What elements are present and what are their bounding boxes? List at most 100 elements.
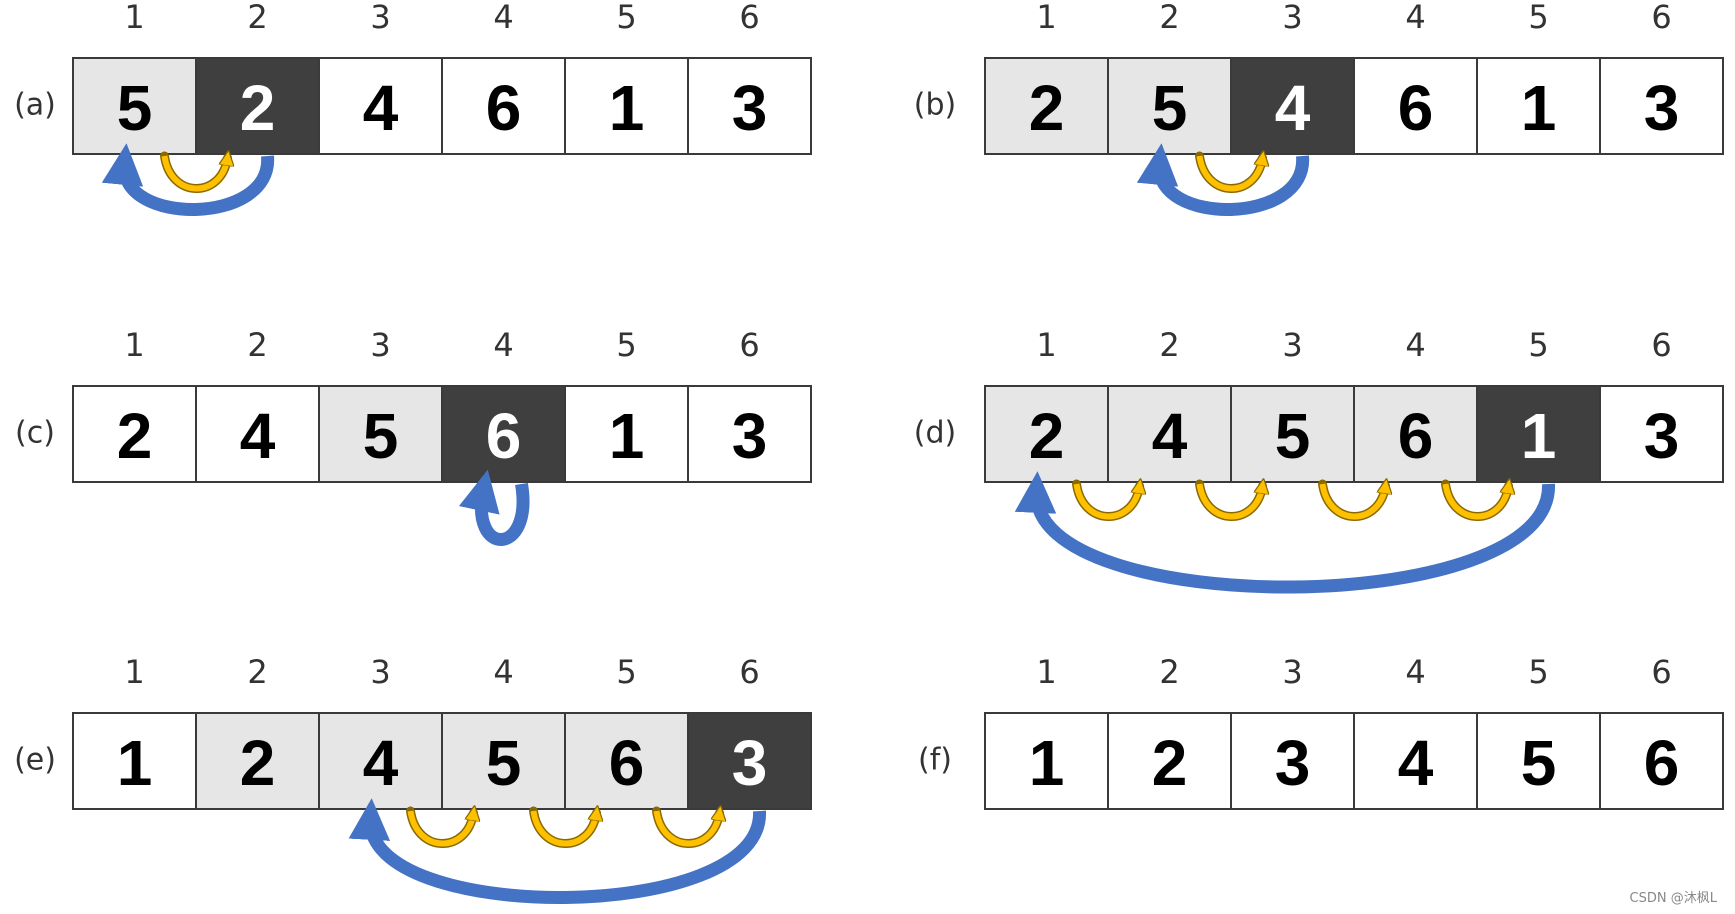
shift-arrow (407, 811, 474, 847)
index-label: 3 (370, 653, 390, 691)
shift-arrow (653, 811, 720, 847)
index-label: 6 (1651, 0, 1671, 36)
index-label: 4 (493, 653, 513, 691)
array-cell-plain (195, 385, 320, 483)
cell-value: 1 (1029, 727, 1065, 799)
index-label: 1 (1036, 326, 1056, 364)
insert-arrow (1136, 143, 1310, 217)
cell-value: 6 (486, 72, 522, 144)
insert-arrow (1014, 471, 1556, 594)
array-cell-plain (984, 712, 1109, 810)
array-cell-inserted (195, 712, 320, 810)
index-label: 1 (1036, 653, 1056, 691)
shift-arrow-outline (1195, 151, 1267, 193)
cell-value: 6 (1398, 72, 1434, 144)
cell-value: 1 (117, 727, 153, 799)
cell-value: 3 (732, 72, 768, 144)
cell-value: 2 (1152, 727, 1188, 799)
cell-value: 4 (363, 727, 399, 799)
index-label: 5 (1528, 0, 1548, 36)
insert-arrow (348, 798, 767, 904)
index-label: 3 (370, 326, 390, 364)
shift-arrow-outline (1318, 479, 1390, 521)
watermark: CSDN @沐枫L (1629, 891, 1717, 906)
array-cell-inserted (1230, 385, 1355, 483)
index-label: 6 (739, 653, 759, 691)
array-cell-plain (318, 57, 443, 155)
cell-value: 5 (117, 72, 153, 144)
index-label: 5 (616, 653, 636, 691)
array-cell-plain (687, 385, 812, 483)
index-label: 5 (616, 0, 636, 36)
index-label: 5 (1528, 653, 1548, 691)
index-label: 2 (1159, 653, 1179, 691)
cell-value: 5 (1275, 400, 1311, 472)
array-cell-plain (564, 57, 689, 155)
panel-label: (f) (918, 743, 952, 778)
shift-arrow (1196, 484, 1263, 520)
index-label: 2 (247, 326, 267, 364)
shift-arrow-outline (1072, 479, 1144, 521)
index-label: 4 (493, 0, 513, 36)
panel-label: (a) (14, 88, 56, 123)
cell-value: 2 (240, 727, 276, 799)
index-label: 1 (124, 0, 144, 36)
shift-arrow (161, 156, 228, 192)
cell-value: 1 (1521, 400, 1557, 472)
index-label: 3 (1282, 326, 1302, 364)
index-label: 6 (1651, 326, 1671, 364)
array-cell-plain (687, 57, 812, 155)
cell-value: 3 (1644, 400, 1680, 472)
index-label: 4 (1405, 326, 1425, 364)
shift-arrow-outline (406, 806, 478, 848)
cell-value: 5 (1152, 72, 1188, 144)
array-cell-current (687, 712, 812, 810)
array-cell-plain (1476, 57, 1601, 155)
index-label: 4 (1405, 0, 1425, 36)
index-label: 5 (1528, 326, 1548, 364)
array-cell-inserted (564, 712, 689, 810)
shift-arrow (1073, 484, 1140, 520)
cell-value: 6 (609, 727, 645, 799)
array-cell-inserted (318, 385, 443, 483)
index-label: 3 (370, 0, 390, 36)
array-cell-current (1476, 385, 1601, 483)
array-cell-current (1230, 57, 1355, 155)
array-cell-plain (1599, 385, 1724, 483)
array-cell-plain (1107, 712, 1232, 810)
cell-value: 6 (1644, 727, 1680, 799)
cell-value: 3 (1275, 727, 1311, 799)
array-cell-plain (1599, 57, 1724, 155)
array-cell-inserted (72, 57, 197, 155)
cell-value: 4 (1398, 727, 1434, 799)
index-label: 2 (247, 0, 267, 36)
cell-value: 4 (363, 72, 399, 144)
shift-arrow (1442, 484, 1509, 520)
index-label: 5 (616, 326, 636, 364)
panel-label: (b) (914, 88, 956, 123)
cell-value: 2 (1029, 72, 1065, 144)
index-label: 2 (1159, 0, 1179, 36)
index-label: 3 (1282, 653, 1302, 691)
cell-value: 3 (1644, 72, 1680, 144)
insert-arrow (101, 143, 275, 217)
cell-value: 6 (1398, 400, 1434, 472)
cell-value: 2 (117, 400, 153, 472)
cell-value: 4 (240, 400, 276, 472)
shift-arrow-outline (652, 806, 724, 848)
shift-arrow (1196, 156, 1263, 192)
shift-arrow (1319, 484, 1386, 520)
array-cell-plain (1599, 712, 1724, 810)
cell-value: 3 (732, 727, 768, 799)
cell-value: 5 (1521, 727, 1557, 799)
array-cell-inserted (318, 712, 443, 810)
index-label: 4 (1405, 653, 1425, 691)
shift-arrow (530, 811, 597, 847)
array-cell-inserted (441, 712, 566, 810)
